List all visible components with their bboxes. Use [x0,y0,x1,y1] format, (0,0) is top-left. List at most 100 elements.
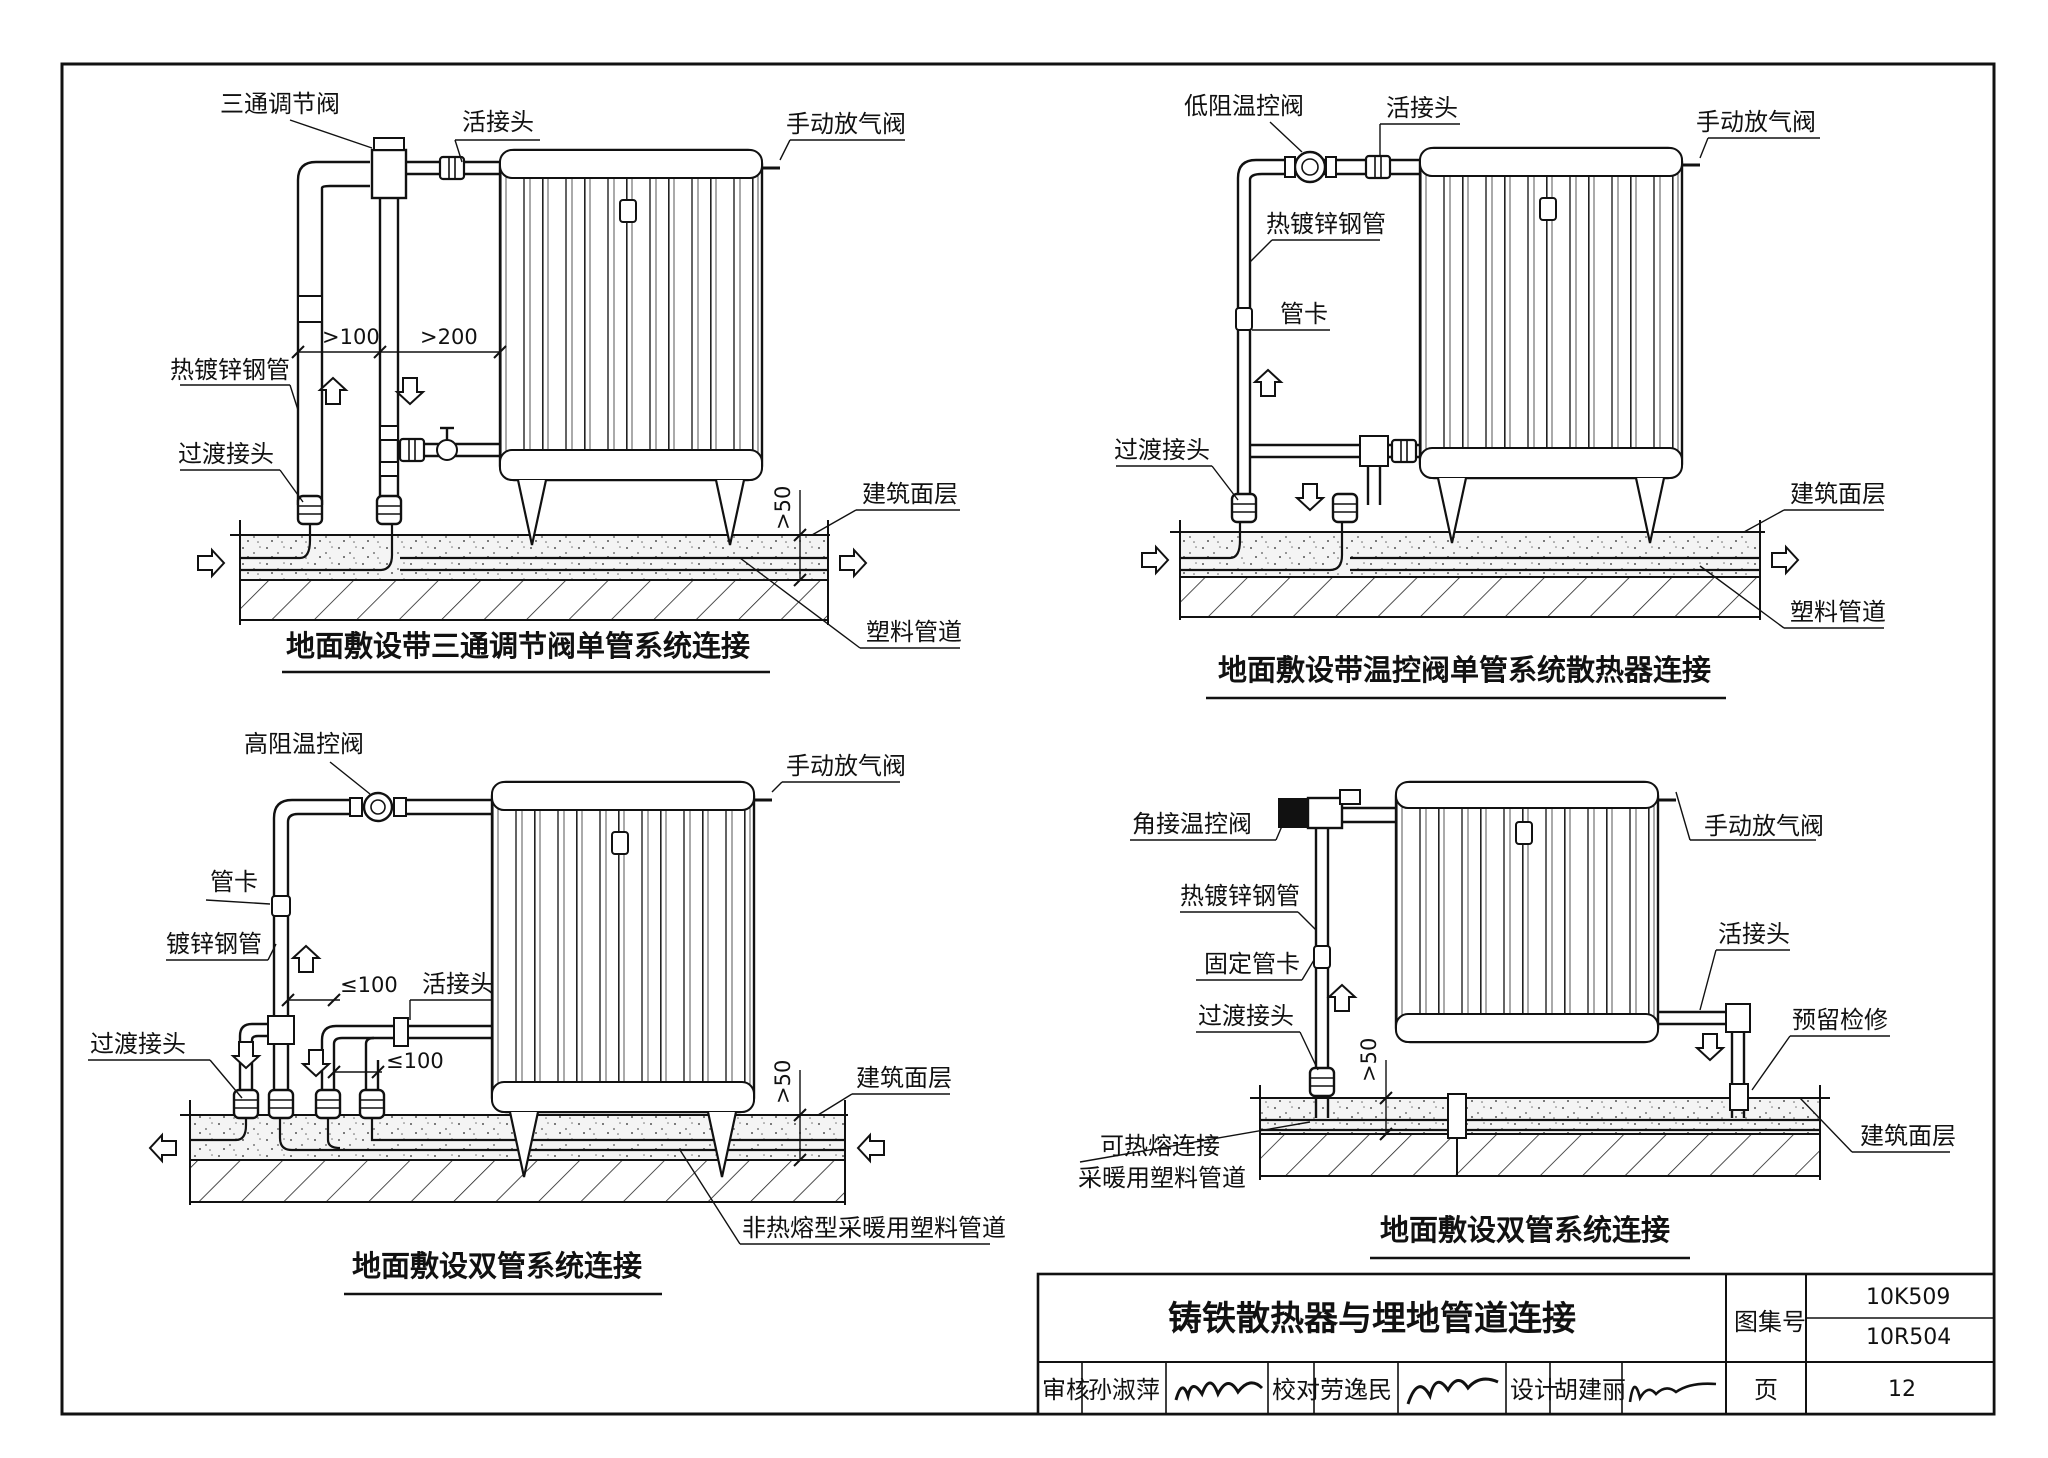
dim-le100: ≤100 [340,973,398,997]
floor-slab [1259,1133,1821,1177]
dim-gt100: >100 [322,325,380,349]
flow-up-arrow [292,945,320,973]
atlas-number-1: 10K509 [1866,1285,1950,1310]
atlas-label: 图集号 [1734,1308,1806,1336]
label-union: 活接头 [422,970,494,998]
page-number: 12 [1888,1377,1916,1402]
label-floor-finish: 建筑面层 [862,480,958,508]
transition-joint [375,494,403,526]
atlas-number-2: 10R504 [1866,1325,1951,1350]
label-three-way-valve: 三通调节阀 [220,90,340,118]
flow-down-arrow [396,377,424,405]
label-clamp: 管卡 [1280,300,1328,328]
cast-iron-radiator [1394,780,1660,1044]
flow-down-arrow [1696,1033,1724,1061]
label-plastic-pipe: 塑料管道 [866,618,962,646]
union-fitting [438,155,466,181]
flow-down-arrow [302,1049,330,1077]
flow-out-arrow [149,1134,177,1162]
label-transition: 过渡接头 [90,1030,186,1058]
checker-signature [1406,1377,1499,1405]
label-high-res-valve: 高阻温控阀 [244,730,364,758]
flow-down-arrow [232,1041,260,1069]
floor-slab [189,1159,846,1203]
transition-joint [1230,492,1258,524]
floor-slab [1179,576,1761,618]
page-label: 页 [1754,1376,1778,1404]
label-galv-pipe: 热镀锌钢管 [1266,210,1386,238]
label-fixed-clamp: 固定管卡 [1204,950,1300,978]
caption-bottom-left: 地面敷设双管系统连接 [352,1249,642,1283]
union-fitting [1390,438,1418,464]
flow-in-arrow [857,1134,885,1162]
panel-bottom-left: ≤100 ≤100 >50 高阻温控阀 手动放气阀 管卡 镀锌钢管 活接头 过渡… [88,730,1006,1296]
dim-gt50: >50 [771,1060,795,1104]
transition-joint [314,1088,342,1120]
cast-iron-radiator [1418,146,1684,545]
flow-in-arrow [1141,546,1169,574]
label-angle-valve: 角接温控阀 [1132,810,1252,838]
label-fusible-2: 采暖用塑料管道 [1078,1164,1246,1192]
reviewer-signature [1174,1381,1264,1402]
transition-joint [1308,1066,1336,1098]
label-transition: 过渡接头 [178,440,274,468]
caption-top-right: 地面敷设带温控阀单管系统散热器连接 [1218,653,1711,687]
label-galv-pipe: 热镀锌钢管 [1180,882,1300,910]
label-union: 活接头 [1386,94,1458,122]
label-air-vent: 手动放气阀 [1696,108,1816,136]
flow-out-arrow [1771,546,1799,574]
dim-gt50: >50 [771,486,795,530]
flow-up-arrow [1328,984,1356,1012]
design-label: 设计 [1510,1376,1558,1404]
label-air-vent: 手动放气阀 [786,752,906,780]
label-galv-pipe: 镀锌钢管 [166,930,262,958]
check-label: 校对 [1272,1376,1320,1404]
label-low-res-valve: 低阻温控阀 [1184,92,1304,120]
review-label: 审核 [1042,1376,1090,1404]
label-floor-finish: 建筑面层 [1860,1122,1956,1150]
floor-screed [1260,1098,1820,1134]
union-fitting [398,437,426,463]
reviewer-name: 孙淑萍 [1088,1376,1160,1404]
label-reserve: 预留检修 [1792,1006,1888,1034]
drawing-title: 铸铁散热器与埋地管道连接 [1168,1299,1576,1339]
transition-joint [1331,492,1359,524]
label-galv-pipe: 热镀锌钢管 [170,356,290,384]
dim-le100: ≤100 [386,1049,444,1073]
transition-joint [358,1088,386,1120]
label-floor-finish: 建筑面层 [1790,480,1886,508]
checker-name: 劳逸民 [1320,1376,1392,1404]
sheet-border [60,62,1996,1416]
flow-out-arrow [839,549,867,577]
label-union: 活接头 [462,108,534,136]
angle-thermostatic-valve [1306,796,1344,830]
floor-slab [239,579,829,621]
dim-gt50: >50 [1357,1038,1381,1082]
caption-bottom-right: 地面敷设双管系统连接 [1380,1213,1670,1247]
union-fitting [1364,154,1392,180]
caption-top-left: 地面敷设带三通调节阀单管系统连接 [286,629,750,663]
label-transition: 过渡接头 [1114,436,1210,464]
designer-signature [1628,1382,1717,1403]
transition-joint [267,1088,295,1120]
dim-gt200: >200 [420,325,478,349]
three-way-valve [370,148,408,200]
label-fusible-1: 可热熔连接 [1100,1132,1220,1160]
label-transition: 过渡接头 [1198,1002,1294,1030]
designer-name: 胡建丽 [1554,1376,1626,1404]
label-air-vent: 手动放气阀 [1704,812,1824,840]
label-air-vent: 手动放气阀 [786,110,906,138]
label-plastic-pipe: 非热熔型采暖用塑料管道 [742,1214,1006,1242]
label-plastic-pipe: 塑料管道 [1790,598,1886,626]
cast-iron-radiator [498,148,764,547]
flow-up-arrow [1254,369,1282,397]
flow-in-arrow [197,549,225,577]
panel-bottom-right: >50 角接温控阀 手动放气阀 热镀锌钢管 固定管卡 过渡接头 活接头 预留检修… [1078,780,1956,1260]
flow-down-arrow [1296,483,1324,511]
transition-joint [232,1088,260,1120]
label-union: 活接头 [1718,920,1790,948]
label-clamp: 管卡 [210,868,258,896]
flow-up-arrow [319,377,347,405]
label-floor-finish: 建筑面层 [856,1064,952,1092]
